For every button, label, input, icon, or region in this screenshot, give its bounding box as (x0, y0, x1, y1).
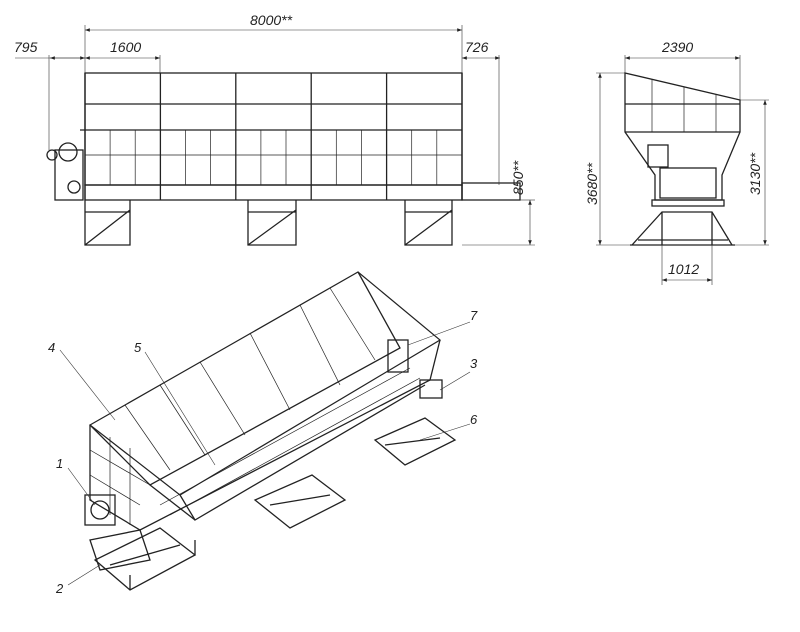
dim-total-height: 3680** (584, 162, 600, 205)
dim-left-overhang: 795 (14, 39, 38, 55)
dim-right-overhang: 726 (465, 39, 489, 55)
front-legs (84, 200, 453, 246)
dim-rim-height: 3130** (747, 152, 763, 195)
dim-base-width: 1012 (668, 261, 699, 277)
side-view: 2390 3680** 3130** 1012 (584, 39, 769, 285)
callout-3: 3 (470, 356, 478, 371)
dim-overall-length: 8000** (250, 12, 293, 28)
dim-width: 2390 (661, 39, 693, 55)
callout-4: 4 (48, 340, 55, 355)
callout-6: 6 (470, 412, 478, 427)
callout-7: 7 (470, 308, 478, 323)
dim-section-length: 1600 (110, 39, 141, 55)
callout-2: 2 (55, 581, 64, 596)
callouts: 1 2 3 4 5 6 7 (48, 308, 478, 596)
isometric-view: 1 2 3 4 5 6 7 (48, 271, 478, 596)
dim-base-height: 850** (510, 160, 526, 195)
callout-1: 1 (56, 456, 63, 471)
front-view: 8000** 795 1600 726 850** (14, 12, 535, 246)
callout-5: 5 (134, 340, 142, 355)
